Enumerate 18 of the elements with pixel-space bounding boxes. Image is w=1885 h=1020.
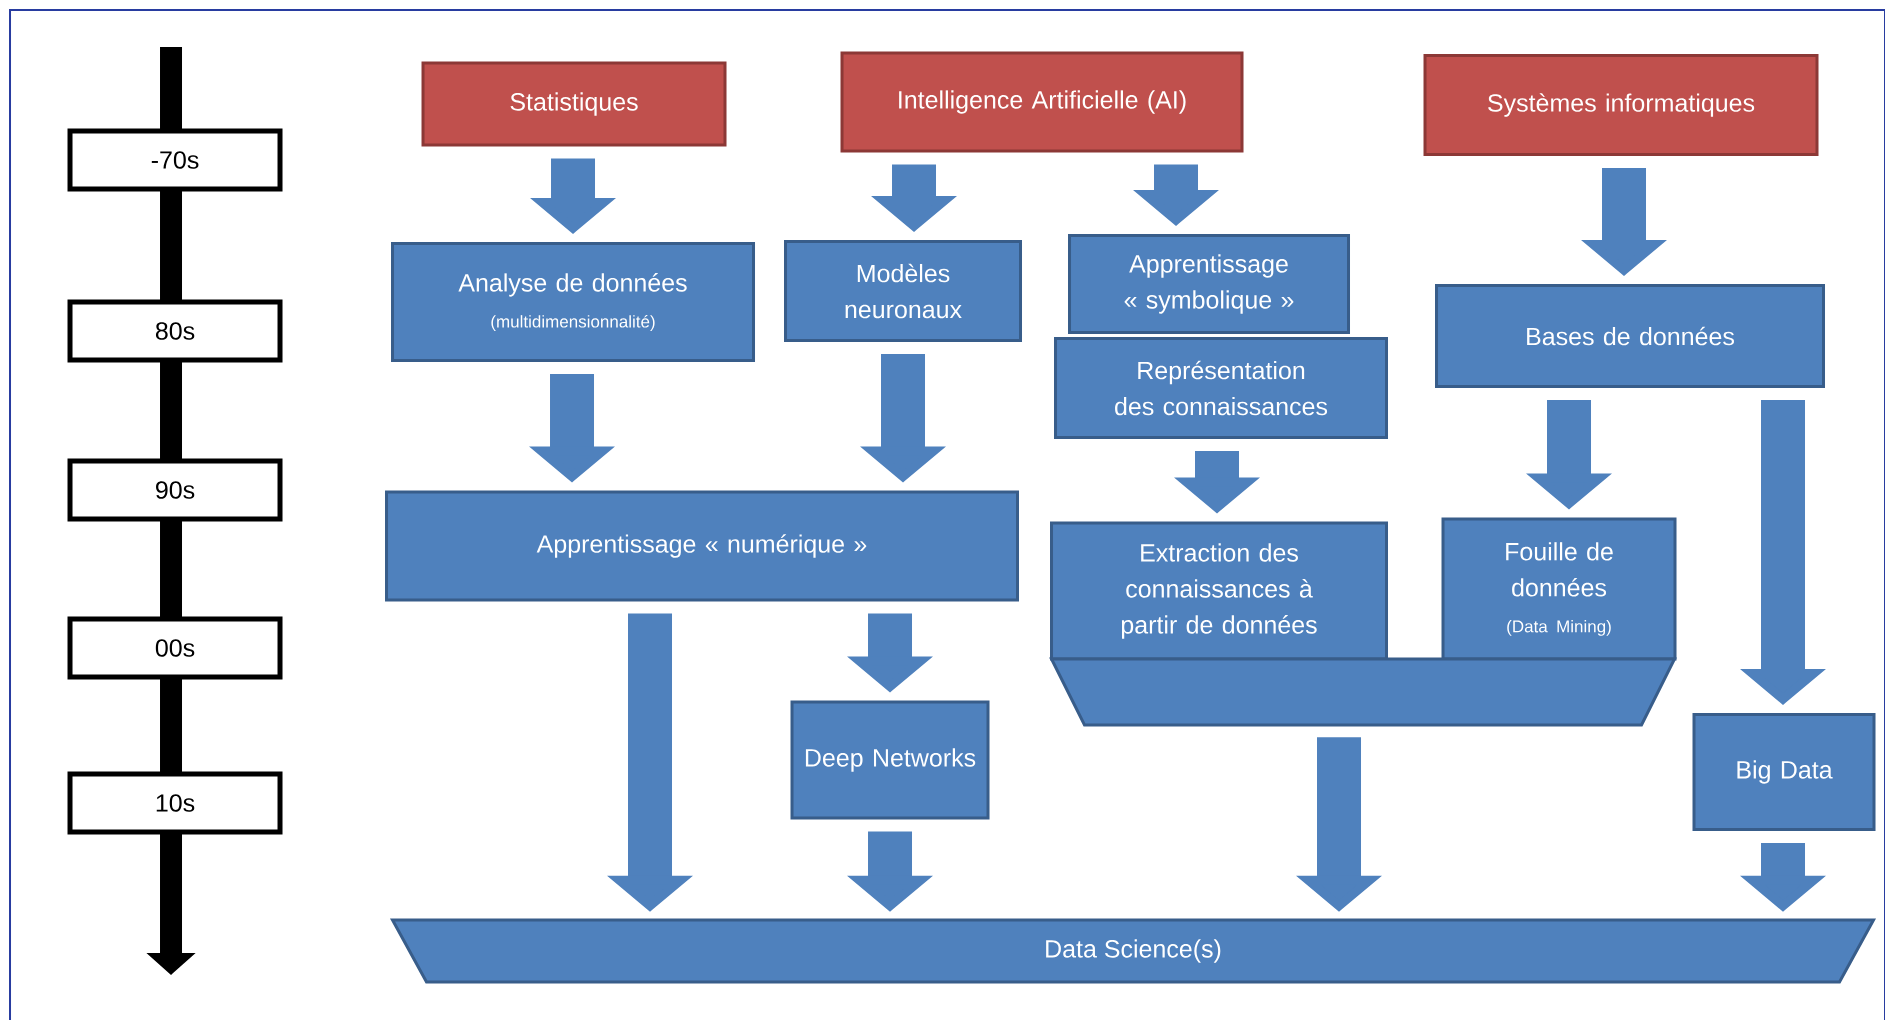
topic-box: Apprentissage « symbolique » (1068, 234, 1350, 334)
decade-box: 00s (67, 616, 283, 680)
topic-box: Bases de données (1435, 284, 1825, 388)
topic-box: Extraction des connaissances à partir de données (1050, 521, 1388, 661)
decade-box: -70s (67, 128, 283, 192)
field-box: Intelligence Artificielle (AI) (840, 51, 1244, 153)
topic-box: Apprentissage « numérique » (385, 490, 1019, 602)
decade-box: 90s (67, 458, 283, 522)
topic-box: Big Data (1692, 713, 1876, 831)
field-box: Statistiques (421, 61, 727, 147)
topic-box: Modèles neuronaux (784, 240, 1022, 342)
topic-box: Représentation des connaissances (1054, 337, 1388, 439)
decade-box: 10s (67, 771, 283, 835)
decade-box: 80s (67, 299, 283, 363)
topic-box: Deep Networks (790, 700, 990, 820)
topic-box: Fouille de données (Data Mining) (1441, 517, 1677, 661)
field-box: Systèmes informatiques (1423, 54, 1819, 156)
topic-box: Analyse de données (multidimensionnalité) (391, 242, 755, 362)
